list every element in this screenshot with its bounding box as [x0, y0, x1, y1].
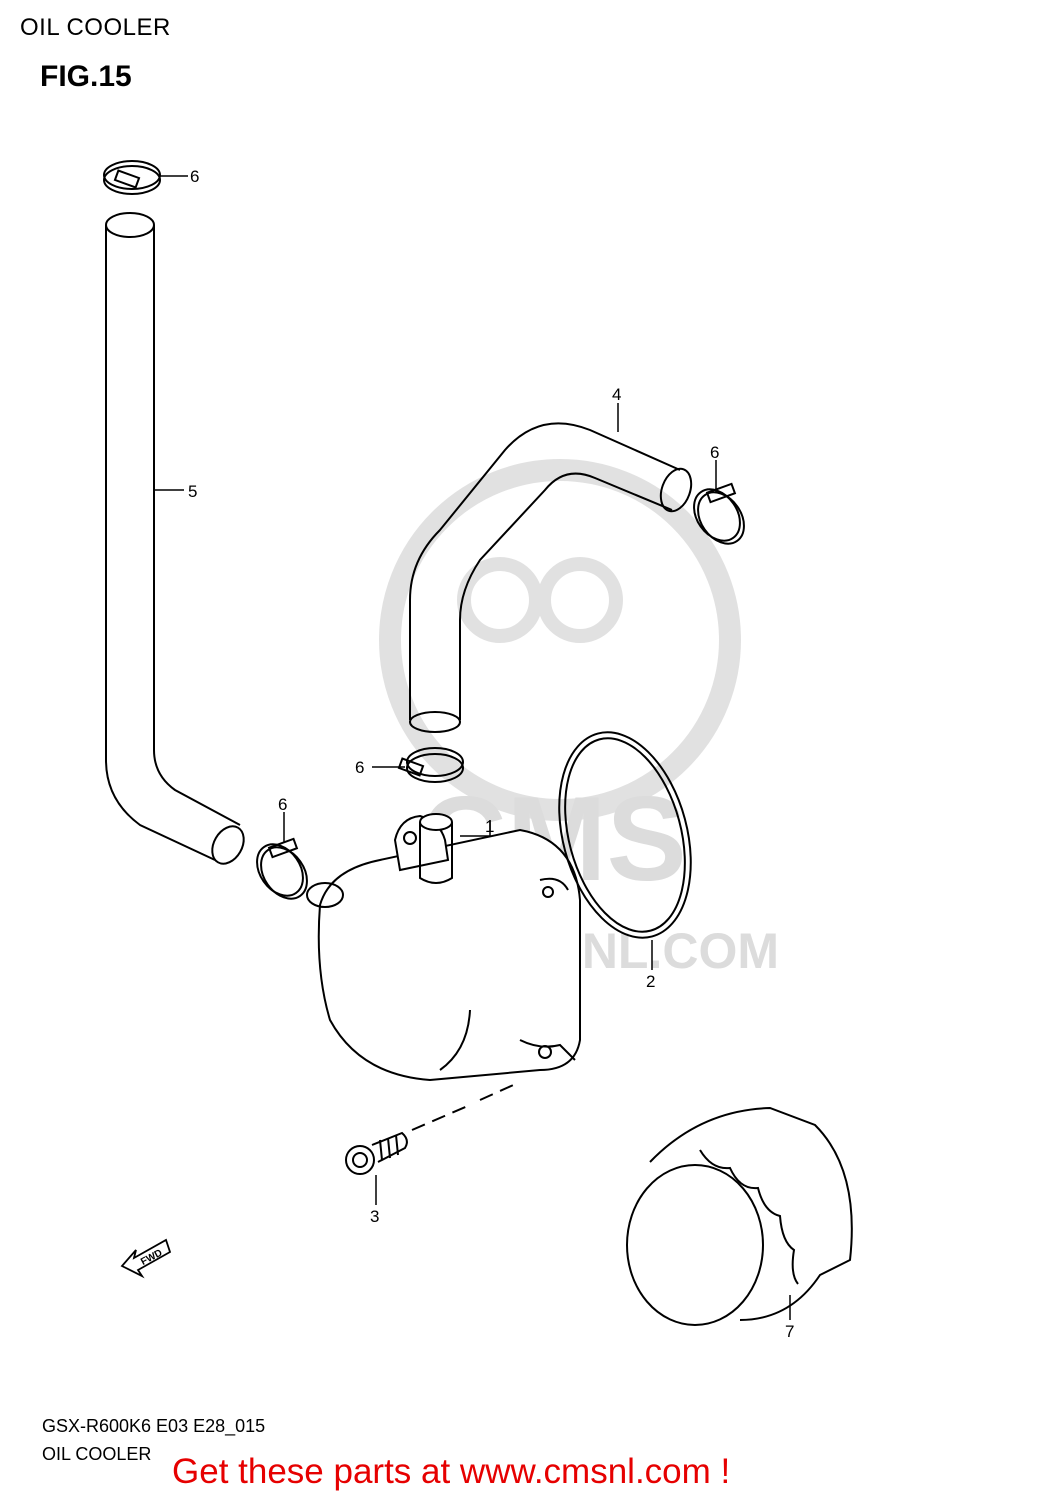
- clamp-6-left: [256, 837, 308, 900]
- callout-6-right: 6: [710, 443, 719, 462]
- bolt-3: [345, 1081, 521, 1175]
- callout-2: 2: [646, 972, 655, 991]
- fwd-label: FWD: [139, 1248, 164, 1268]
- o-ring-2: [558, 731, 692, 939]
- shop-banner-link[interactable]: Get these parts at www.cmsnl.com !: [172, 1452, 731, 1491]
- callout-5: 5: [188, 482, 197, 501]
- callout-6-left: 6: [278, 795, 287, 814]
- leader-lines: [154, 175, 791, 1320]
- callout-3: 3: [370, 1207, 379, 1226]
- hose-4: [409, 422, 693, 733]
- section-name: OIL COOLER: [42, 1444, 152, 1464]
- clamp-6-middle: [397, 747, 464, 783]
- callout-6-middle: 6: [355, 758, 364, 777]
- fwd-arrow-icon: FWD: [120, 1238, 172, 1279]
- oil-filter-7: [626, 1106, 853, 1326]
- hose-5: [105, 212, 245, 865]
- clamp-6-right: [693, 482, 745, 545]
- callout-1: 1: [485, 817, 494, 836]
- model-code: GSX-R600K6 E03 E28_015: [42, 1416, 266, 1436]
- clamp-6-top: [103, 160, 161, 195]
- figure-label: FIG.15: [40, 60, 132, 93]
- page-title: OIL COOLER: [20, 14, 171, 41]
- callout-4: 4: [612, 385, 621, 404]
- callout-6-top: 6: [190, 167, 199, 186]
- callout-7: 7: [785, 1322, 794, 1341]
- oil-cooler-1: [306, 813, 581, 1082]
